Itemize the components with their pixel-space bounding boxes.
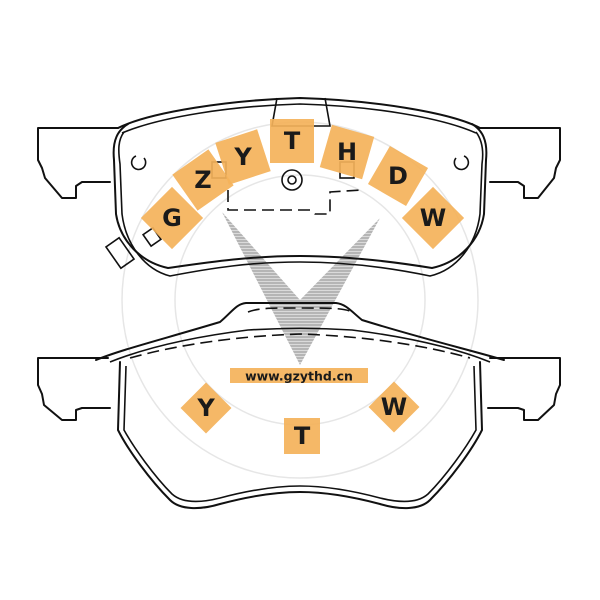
- tile-bottom-y: Y: [180, 382, 232, 434]
- top-brake-pad: [37, 97, 561, 277]
- svg-text:Y: Y: [233, 143, 252, 171]
- tile-h: H: [319, 124, 375, 180]
- svg-text:T: T: [284, 127, 301, 155]
- svg-text:D: D: [388, 162, 408, 190]
- tile-w: W: [401, 186, 465, 250]
- watermark-bottom: Y T W: [180, 381, 420, 454]
- svg-text:www.gzythd.cn: www.gzythd.cn: [245, 369, 353, 384]
- tile-d: D: [367, 145, 429, 207]
- svg-text:W: W: [381, 393, 407, 421]
- tile-z: Z: [172, 149, 234, 211]
- svg-text:Y: Y: [196, 394, 215, 422]
- svg-text:W: W: [420, 204, 446, 232]
- svg-text:Z: Z: [194, 166, 211, 194]
- bottom-brake-pad: [37, 302, 561, 510]
- svg-text:G: G: [162, 204, 182, 232]
- tile-bottom-t: T: [284, 418, 320, 454]
- tile-t: T: [270, 119, 314, 163]
- tile-bottom-w: W: [368, 381, 420, 433]
- svg-text:H: H: [337, 138, 357, 166]
- svg-text:T: T: [294, 422, 311, 450]
- watermark-url: www.gzythd.cn: [230, 368, 368, 384]
- tile-y: Y: [215, 129, 271, 185]
- watermark-arc: G Z Y T H D W: [140, 119, 465, 250]
- v-logo-icon: [222, 212, 380, 365]
